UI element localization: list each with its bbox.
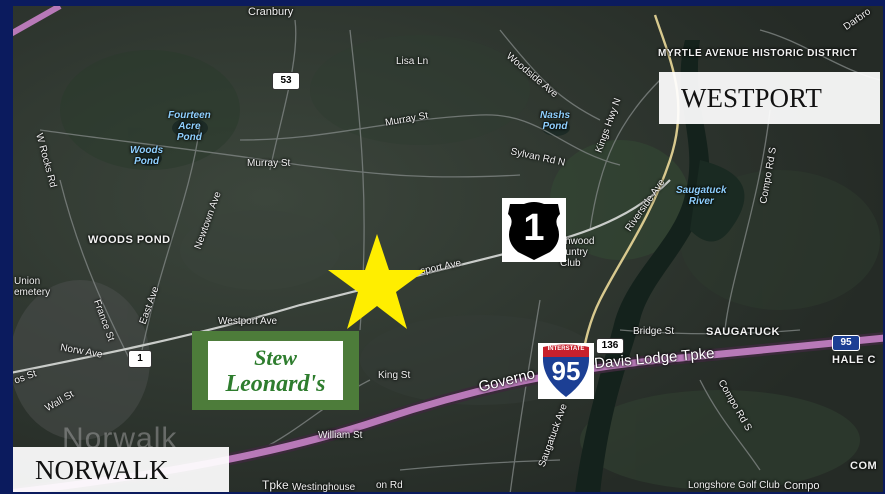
brand-line-2: Leonard's bbox=[225, 370, 326, 397]
i95-small-shield[interactable]: 95 bbox=[832, 335, 860, 351]
us-route-shield-icon bbox=[502, 198, 566, 262]
label-nashs-pond: Nashs Pond bbox=[540, 110, 571, 132]
town-label-norwalk: NORWALK bbox=[13, 447, 229, 494]
interstate-label: INTERSTATE bbox=[547, 346, 585, 352]
route-136-number: 136 bbox=[601, 340, 619, 351]
label-westinghouse: Westinghouse bbox=[292, 482, 356, 493]
label-bridge-st: Bridge St bbox=[633, 326, 675, 337]
label-cranbury: Cranbury bbox=[248, 6, 294, 18]
label-compo-bottom: Compo bbox=[784, 480, 820, 492]
label-westport-ave: Westport Ave bbox=[218, 316, 278, 327]
route-136-shield[interactable]: 136 bbox=[596, 338, 624, 354]
label-murray-st-lower: Murray St bbox=[247, 158, 291, 169]
label-union-cemetery: Union emetery bbox=[14, 276, 51, 298]
us-route-1-number: 1 bbox=[523, 207, 545, 249]
label-hale-c: HALE C bbox=[832, 354, 876, 366]
route-1-small-number: 1 bbox=[137, 353, 143, 364]
location-star-icon[interactable] bbox=[327, 232, 427, 332]
town-label-westport: WESTPORT bbox=[659, 72, 880, 124]
i95-small-number: 95 bbox=[840, 337, 852, 348]
us-route-1-shield[interactable]: 1 bbox=[502, 198, 566, 262]
label-longshore: Longshore Golf Club bbox=[688, 480, 780, 491]
route-53-number: 53 bbox=[280, 75, 292, 86]
label-william-st: William St bbox=[318, 430, 363, 441]
label-king-st: King St bbox=[378, 370, 411, 381]
stew-leonards-logo-panel: Stew Leonard's bbox=[208, 341, 343, 400]
interstate-shield-icon bbox=[542, 344, 590, 397]
stew-leonards-logo[interactable]: Stew Leonard's bbox=[192, 331, 359, 410]
norwalk-text: NORWALK bbox=[35, 455, 169, 485]
route-1-small-shield[interactable]: 1 bbox=[128, 350, 152, 368]
label-woods-pond-water: Woods Pond bbox=[130, 145, 164, 167]
westport-text: WESTPORT bbox=[681, 82, 822, 113]
label-saugatuck-river: Saugatuck River bbox=[676, 185, 727, 207]
label-saugatuck: SAUGATUCK bbox=[706, 326, 780, 338]
label-tpke: Tpke bbox=[262, 478, 289, 492]
label-myrtle-ave-historic: MYRTLE AVENUE HISTORIC DISTRICT bbox=[658, 48, 858, 59]
interstate-95-number: 95 bbox=[551, 356, 581, 386]
label-on-rd: on Rd bbox=[376, 480, 403, 491]
label-woods-pond: WOODS POND bbox=[88, 234, 171, 246]
route-53-shield[interactable]: 53 bbox=[272, 72, 300, 90]
brand-line-1: Stew bbox=[254, 344, 297, 370]
label-lisa-ln: Lisa Ln bbox=[396, 56, 429, 67]
label-com: COM bbox=[850, 460, 878, 472]
label-country-club: chwood ountry Club bbox=[560, 236, 595, 269]
interstate-95-shield[interactable]: INTERSTATE 95 bbox=[538, 343, 594, 399]
label-fourteen-acre-pond: Fourteen Acre Pond bbox=[168, 110, 211, 143]
